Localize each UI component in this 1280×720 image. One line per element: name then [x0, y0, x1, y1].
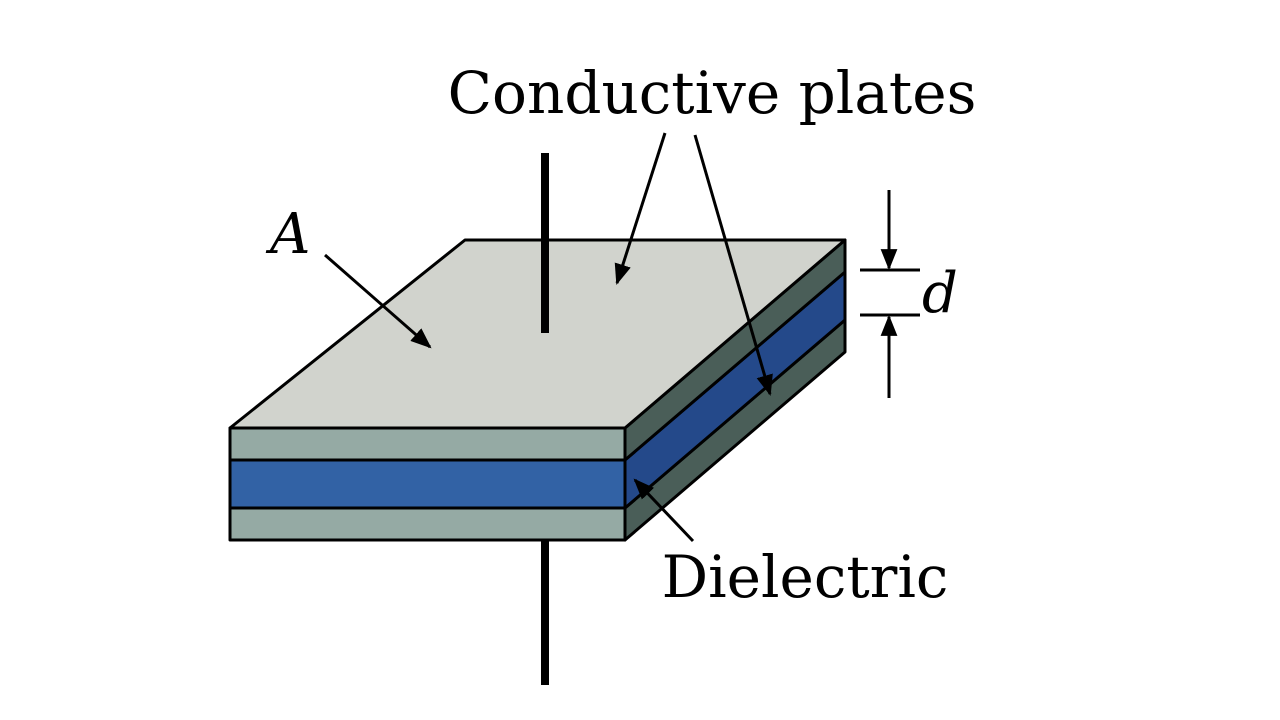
dielectric-arrow — [633, 478, 695, 543]
plates-arrow-bottom — [693, 134, 773, 397]
area-arrow — [324, 253, 432, 349]
distance-label: d — [922, 261, 958, 326]
top-plate-front — [228, 426, 627, 462]
bottom-plate-front — [228, 506, 627, 542]
dielectric-front — [228, 458, 627, 510]
dielectric-label: Dielectric — [662, 543, 949, 611]
area-label: A — [265, 202, 310, 267]
top-plate-surface — [228, 238, 847, 430]
plates-arrow-top — [614, 132, 667, 286]
conductive-plates-label: Conductive plates — [448, 59, 977, 127]
